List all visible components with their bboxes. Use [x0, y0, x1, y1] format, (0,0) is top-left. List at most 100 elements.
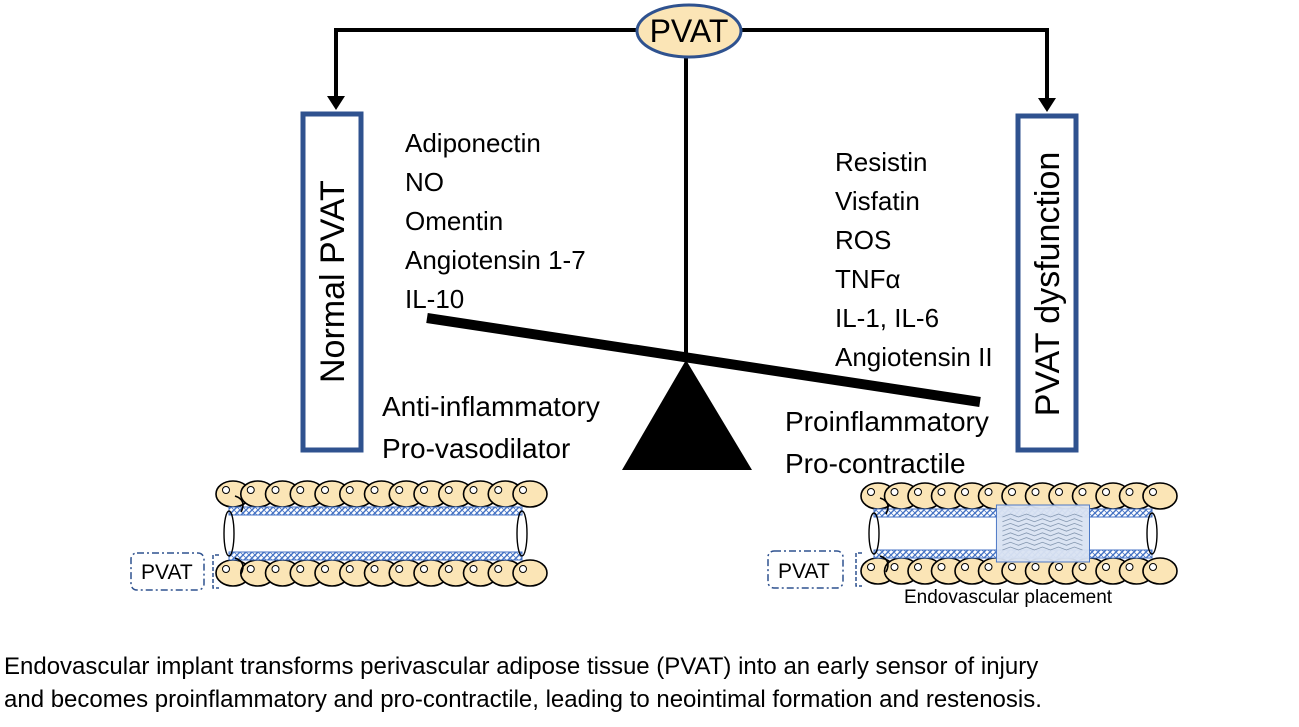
adipocyte	[512, 559, 548, 587]
adipocyte-nucleus	[246, 565, 255, 573]
vessel-end-right	[1146, 512, 1158, 555]
left-connector-arrow	[327, 28, 640, 110]
adipocyte-nucleus	[1008, 488, 1016, 496]
vessel-wall-top	[228, 506, 523, 516]
left-pvat-tag-box	[130, 552, 205, 591]
vessel-end-left	[223, 510, 235, 557]
adipocyte	[1142, 482, 1178, 510]
adipocyte-nucleus	[420, 565, 428, 573]
adipocyte-nucleus	[961, 563, 969, 571]
normal-vessel-illustration	[215, 480, 548, 587]
adipocyte-nucleus	[444, 486, 453, 494]
balance-beam	[426, 313, 981, 407]
right-mediator-item: Visfatin	[835, 186, 920, 216]
adipocyte-nucleus	[222, 486, 230, 494]
adipocyte-nucleus	[1055, 563, 1063, 571]
adipocyte-nucleus	[469, 565, 478, 573]
right-property-item: Proinflammatory	[785, 406, 989, 437]
caption-line: Endovascular implant transforms perivasc…	[4, 653, 1039, 680]
left-properties: Anti-inflammatory Pro-vasodilator	[382, 386, 600, 470]
adipocyte-nucleus	[296, 486, 305, 494]
normal-pvat-box	[300, 111, 364, 453]
left-pvat-bracket	[212, 554, 219, 589]
stent-mesh	[1002, 537, 1083, 541]
left-property-item: Pro-vasodilator	[382, 433, 571, 464]
pvat-center-label: PVAT	[649, 13, 729, 49]
adipocyte-nucleus	[469, 486, 478, 494]
stent-mesh	[1002, 546, 1083, 551]
normal-pvat-box-label: Normal PVAT	[314, 180, 352, 383]
right-connector-arrow	[738, 28, 1056, 112]
right-pvat-bracket	[855, 552, 862, 587]
right-properties: Proinflammatory Pro-contractile	[785, 401, 989, 485]
left-mediator-item: IL-10	[405, 284, 465, 314]
endovascular-placement-label: Endovascular placement	[904, 587, 1113, 608]
adipocyte-nucleus	[271, 486, 280, 494]
adipocyte-nucleus	[1125, 563, 1134, 571]
stent-mesh	[1002, 513, 1083, 518]
left-property-item: Anti-inflammatory	[382, 391, 600, 422]
figure-caption: Endovascular implant transforms perivasc…	[4, 650, 1299, 716]
pvat-dysfunction-box-label: PVAT dysfunction	[1029, 151, 1067, 417]
right-mediator-item: Resistin	[835, 147, 928, 177]
stent-mesh	[1002, 532, 1083, 537]
adipocyte	[512, 480, 548, 508]
adipocyte-nucleus	[1102, 563, 1110, 571]
right-pvat-tag-box	[767, 550, 844, 589]
right-mediator-item: TNFα	[835, 264, 901, 294]
adipocyte-nucleus	[1125, 488, 1134, 496]
right-mediator-item: Angiotensin II	[835, 342, 993, 372]
stent-mesh	[1002, 523, 1083, 527]
right-pvat-tag: PVAT	[778, 560, 830, 583]
left-mediator-item: Adiponectin	[405, 128, 541, 158]
vessel-end-left	[868, 512, 880, 555]
vessel-end-right	[516, 510, 528, 557]
adipocyte-nucleus	[246, 486, 255, 494]
adipocyte-nucleus	[1031, 563, 1040, 571]
adipocyte-nucleus	[890, 563, 899, 571]
adipocyte-nucleus	[1055, 488, 1063, 496]
adipocyte-nucleus	[914, 563, 922, 571]
adipocyte-nucleus	[1078, 563, 1087, 571]
adipocyte-nucleus	[222, 565, 230, 573]
adipocyte-nucleus	[1008, 563, 1016, 571]
left-pvat-tag: PVAT	[141, 561, 193, 584]
adipocyte-nucleus	[345, 486, 354, 494]
curved-arrow	[879, 555, 889, 573]
adipocyte-nucleus	[1078, 488, 1087, 496]
curved-arrow	[234, 495, 244, 513]
right-mediator-list: Resistin Visfatin ROS TNFα IL-1, IL-6 An…	[835, 143, 993, 377]
adipocyte-nucleus	[867, 563, 875, 571]
adipocyte-nucleus	[1149, 563, 1157, 571]
vessel-wall-bottom	[228, 551, 523, 561]
pvat-center-ellipse	[635, 3, 743, 59]
adipocyte-nucleus	[937, 488, 946, 496]
adipocyte-nucleus	[395, 486, 404, 494]
adipocyte-nucleus	[444, 565, 453, 573]
adipocyte-nucleus	[494, 486, 503, 494]
adipocyte-nucleus	[1031, 488, 1040, 496]
caption-line: and becomes proinflammatory and pro-cont…	[4, 686, 1042, 713]
adipocyte-nucleus	[519, 565, 527, 573]
adipocyte-nucleus	[420, 486, 428, 494]
adipocyte-nucleus	[914, 488, 922, 496]
adipocyte-nucleus	[519, 486, 527, 494]
right-property-item: Pro-contractile	[785, 448, 966, 479]
adipocyte-nucleus	[494, 565, 503, 573]
curved-arrow	[234, 557, 244, 575]
balance-fulcrum	[622, 360, 752, 470]
adipocyte	[1142, 557, 1178, 585]
adipocyte-nucleus	[321, 565, 329, 573]
adipocyte-nucleus	[370, 565, 379, 573]
adipocyte-nucleus	[961, 488, 969, 496]
right-mediator-item: ROS	[835, 225, 892, 255]
left-mediator-item: Angiotensin 1-7	[405, 245, 586, 275]
stent-mesh	[1002, 518, 1083, 523]
left-mediator-list: Adiponectin NO Omentin Angiotensin 1-7 I…	[405, 124, 586, 319]
adipocyte-nucleus	[890, 488, 899, 496]
adipocyte-nucleus	[1102, 488, 1110, 496]
adipocyte-nucleus	[395, 565, 404, 573]
adipocyte-nucleus	[321, 486, 329, 494]
